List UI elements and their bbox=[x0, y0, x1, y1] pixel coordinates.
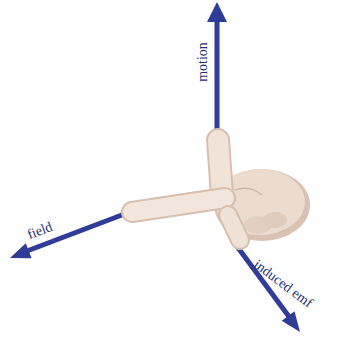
field-arrow bbox=[10, 210, 135, 258]
field-label: field bbox=[26, 220, 55, 242]
motion-label: motion bbox=[196, 42, 210, 82]
motion-arrow bbox=[207, 2, 227, 150]
hand bbox=[132, 140, 310, 241]
emf-label: induced emf bbox=[251, 257, 315, 310]
